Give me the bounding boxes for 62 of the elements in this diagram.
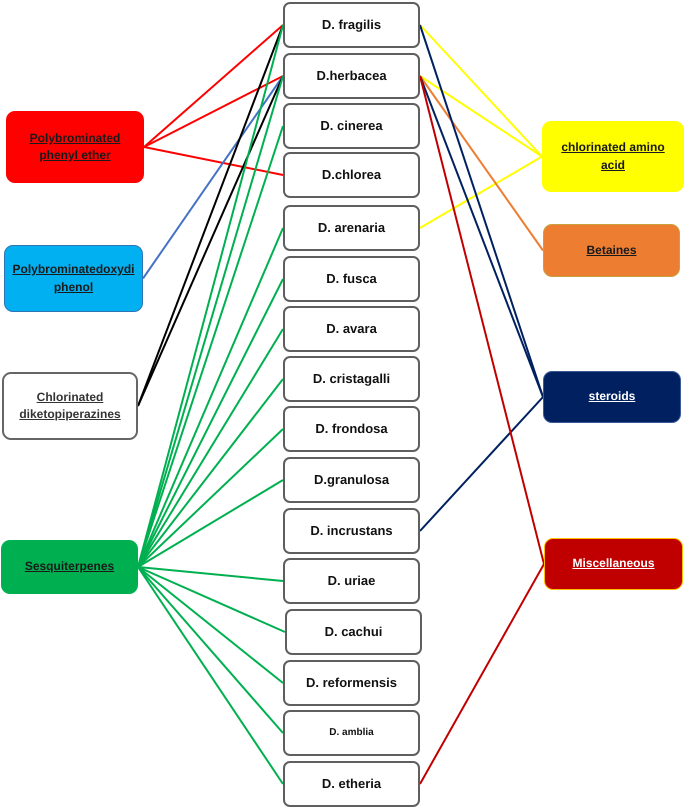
species-label: D. avara — [326, 320, 377, 338]
category-label: Miscellaneous — [572, 555, 655, 572]
species-label: D. fragilis — [322, 16, 382, 34]
species-box — [283, 508, 420, 554]
category-label: Chlorinated diketopiperazines — [18, 388, 122, 423]
category-box — [6, 111, 144, 183]
category-box — [4, 245, 143, 312]
connector-line — [144, 146, 284, 176]
species-label: D. arenaria — [318, 218, 386, 237]
species-label: D.herbacea — [316, 66, 387, 85]
category-box — [1, 540, 138, 594]
species-box — [283, 761, 420, 807]
species-box — [283, 2, 420, 48]
species-label: D. cristagalli — [312, 370, 390, 388]
connector-line — [138, 566, 284, 582]
category-box — [543, 371, 681, 423]
species-box — [283, 152, 420, 198]
species-label: D. cinerea — [320, 116, 383, 135]
category-box — [543, 224, 680, 277]
species-label: D. reformensis — [306, 674, 398, 692]
connector-line — [419, 75, 543, 158]
species-box — [283, 710, 420, 756]
connector-line — [419, 75, 544, 252]
species-label: D. fusca — [326, 270, 377, 288]
category-label: Polybrominated phenyl ether — [28, 130, 122, 164]
category-box — [2, 372, 138, 440]
category-label: steroids — [588, 388, 636, 406]
connector-line — [137, 566, 284, 785]
category-label: Polybrominatedoxydi phenol — [11, 261, 136, 296]
species-label: D. cachui — [324, 622, 382, 641]
species-box — [283, 356, 420, 402]
species-label: D. incrustans — [310, 522, 393, 540]
category-box — [544, 538, 683, 590]
connector-line — [419, 24, 543, 158]
species-label: D. etheria — [322, 774, 382, 793]
species-label: D. amblia — [329, 726, 374, 740]
connector-line — [419, 564, 545, 784]
species-box — [283, 103, 420, 149]
species-box — [283, 53, 420, 99]
connector-line — [143, 24, 284, 148]
species-box — [283, 256, 420, 302]
category-label: Sesquiterpenes — [24, 558, 114, 576]
connector-line — [419, 76, 545, 564]
species-box — [283, 457, 420, 503]
species-label: D. frondosa — [315, 420, 388, 438]
species-box — [283, 306, 420, 352]
connector-line — [420, 156, 542, 229]
connector-line — [419, 396, 544, 532]
species-box — [283, 406, 420, 452]
category-label: Betaines — [586, 242, 637, 259]
species-label: D.chlorea — [322, 166, 382, 184]
species-box — [285, 609, 422, 655]
category-label: chlorinated amino acid — [560, 139, 666, 174]
species-label: D. uriae — [328, 572, 376, 590]
connector-line — [137, 479, 284, 568]
species-box — [283, 558, 420, 604]
species-box — [283, 660, 420, 706]
connector-line — [142, 75, 284, 280]
category-box — [542, 121, 684, 192]
species-box — [283, 205, 420, 251]
connector-line — [144, 75, 284, 148]
species-label: D.granulosa — [314, 470, 390, 489]
